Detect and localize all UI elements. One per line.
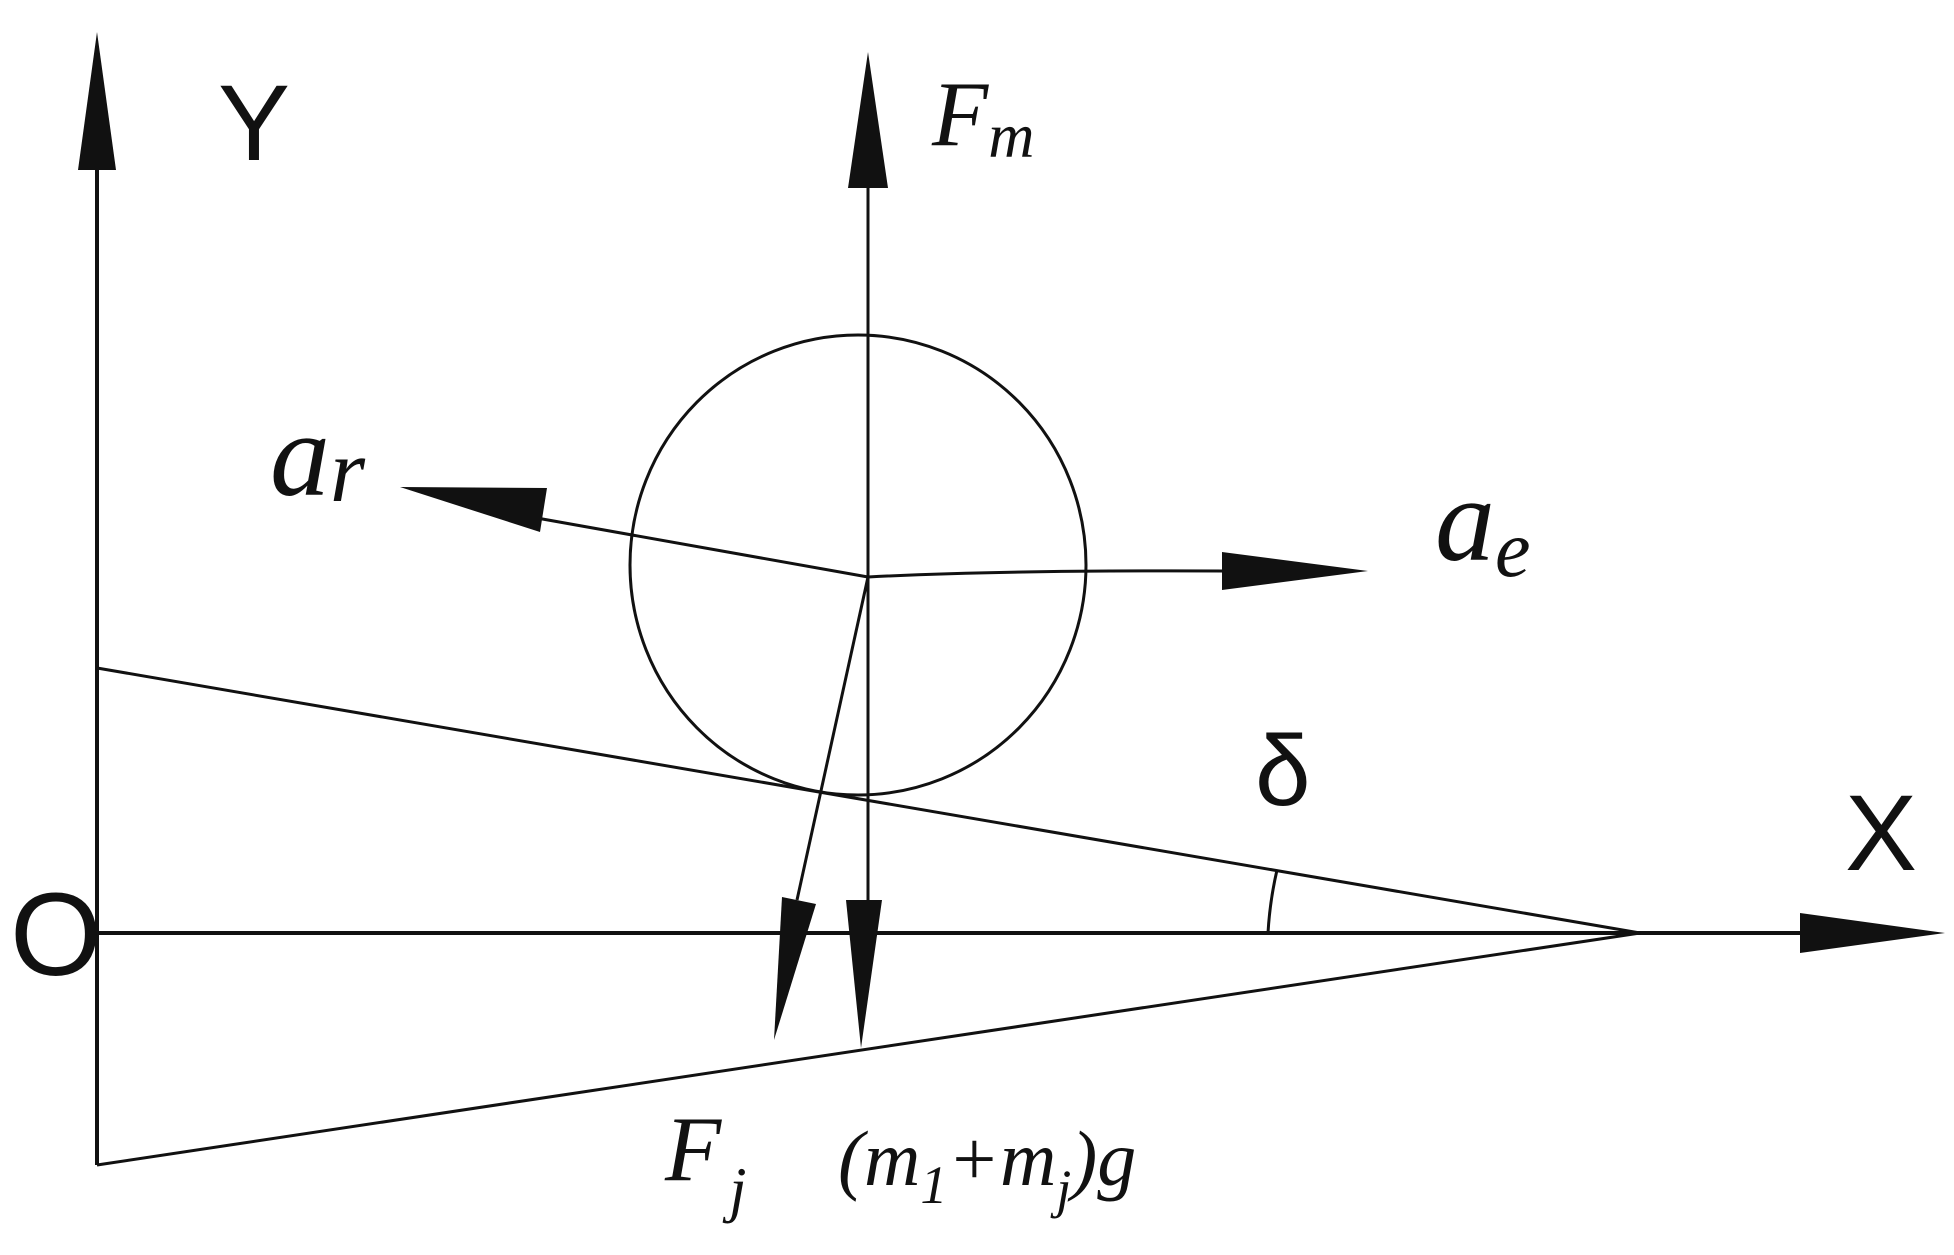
force-fj-vector (774, 576, 870, 1040)
accel-ar-label: ar (270, 388, 366, 521)
y-axis-label: Y (218, 62, 290, 183)
y-axis-arrowhead (78, 32, 116, 170)
gravity-label: (m1+mj)g (838, 1115, 1136, 1219)
force-fm-label: Fm (931, 63, 1034, 171)
accel-ae-label: ae (1435, 453, 1531, 594)
gravity-vector (846, 577, 882, 1048)
inclined-surface-lower (96, 931, 1641, 1167)
accel-ae-vector (867, 552, 1368, 590)
angle-arc (1266, 869, 1279, 934)
force-fm-vector (848, 52, 888, 577)
angle-delta-label: δ (1255, 715, 1311, 827)
accel-ar-vector (400, 487, 869, 579)
origin-label: O (10, 869, 102, 1001)
x-axis-arrowhead (1800, 913, 1945, 953)
y-axis (78, 32, 116, 1165)
ball-circle (628, 333, 1088, 797)
x-axis-label: X (1845, 772, 1917, 893)
x-axis (97, 913, 1945, 953)
